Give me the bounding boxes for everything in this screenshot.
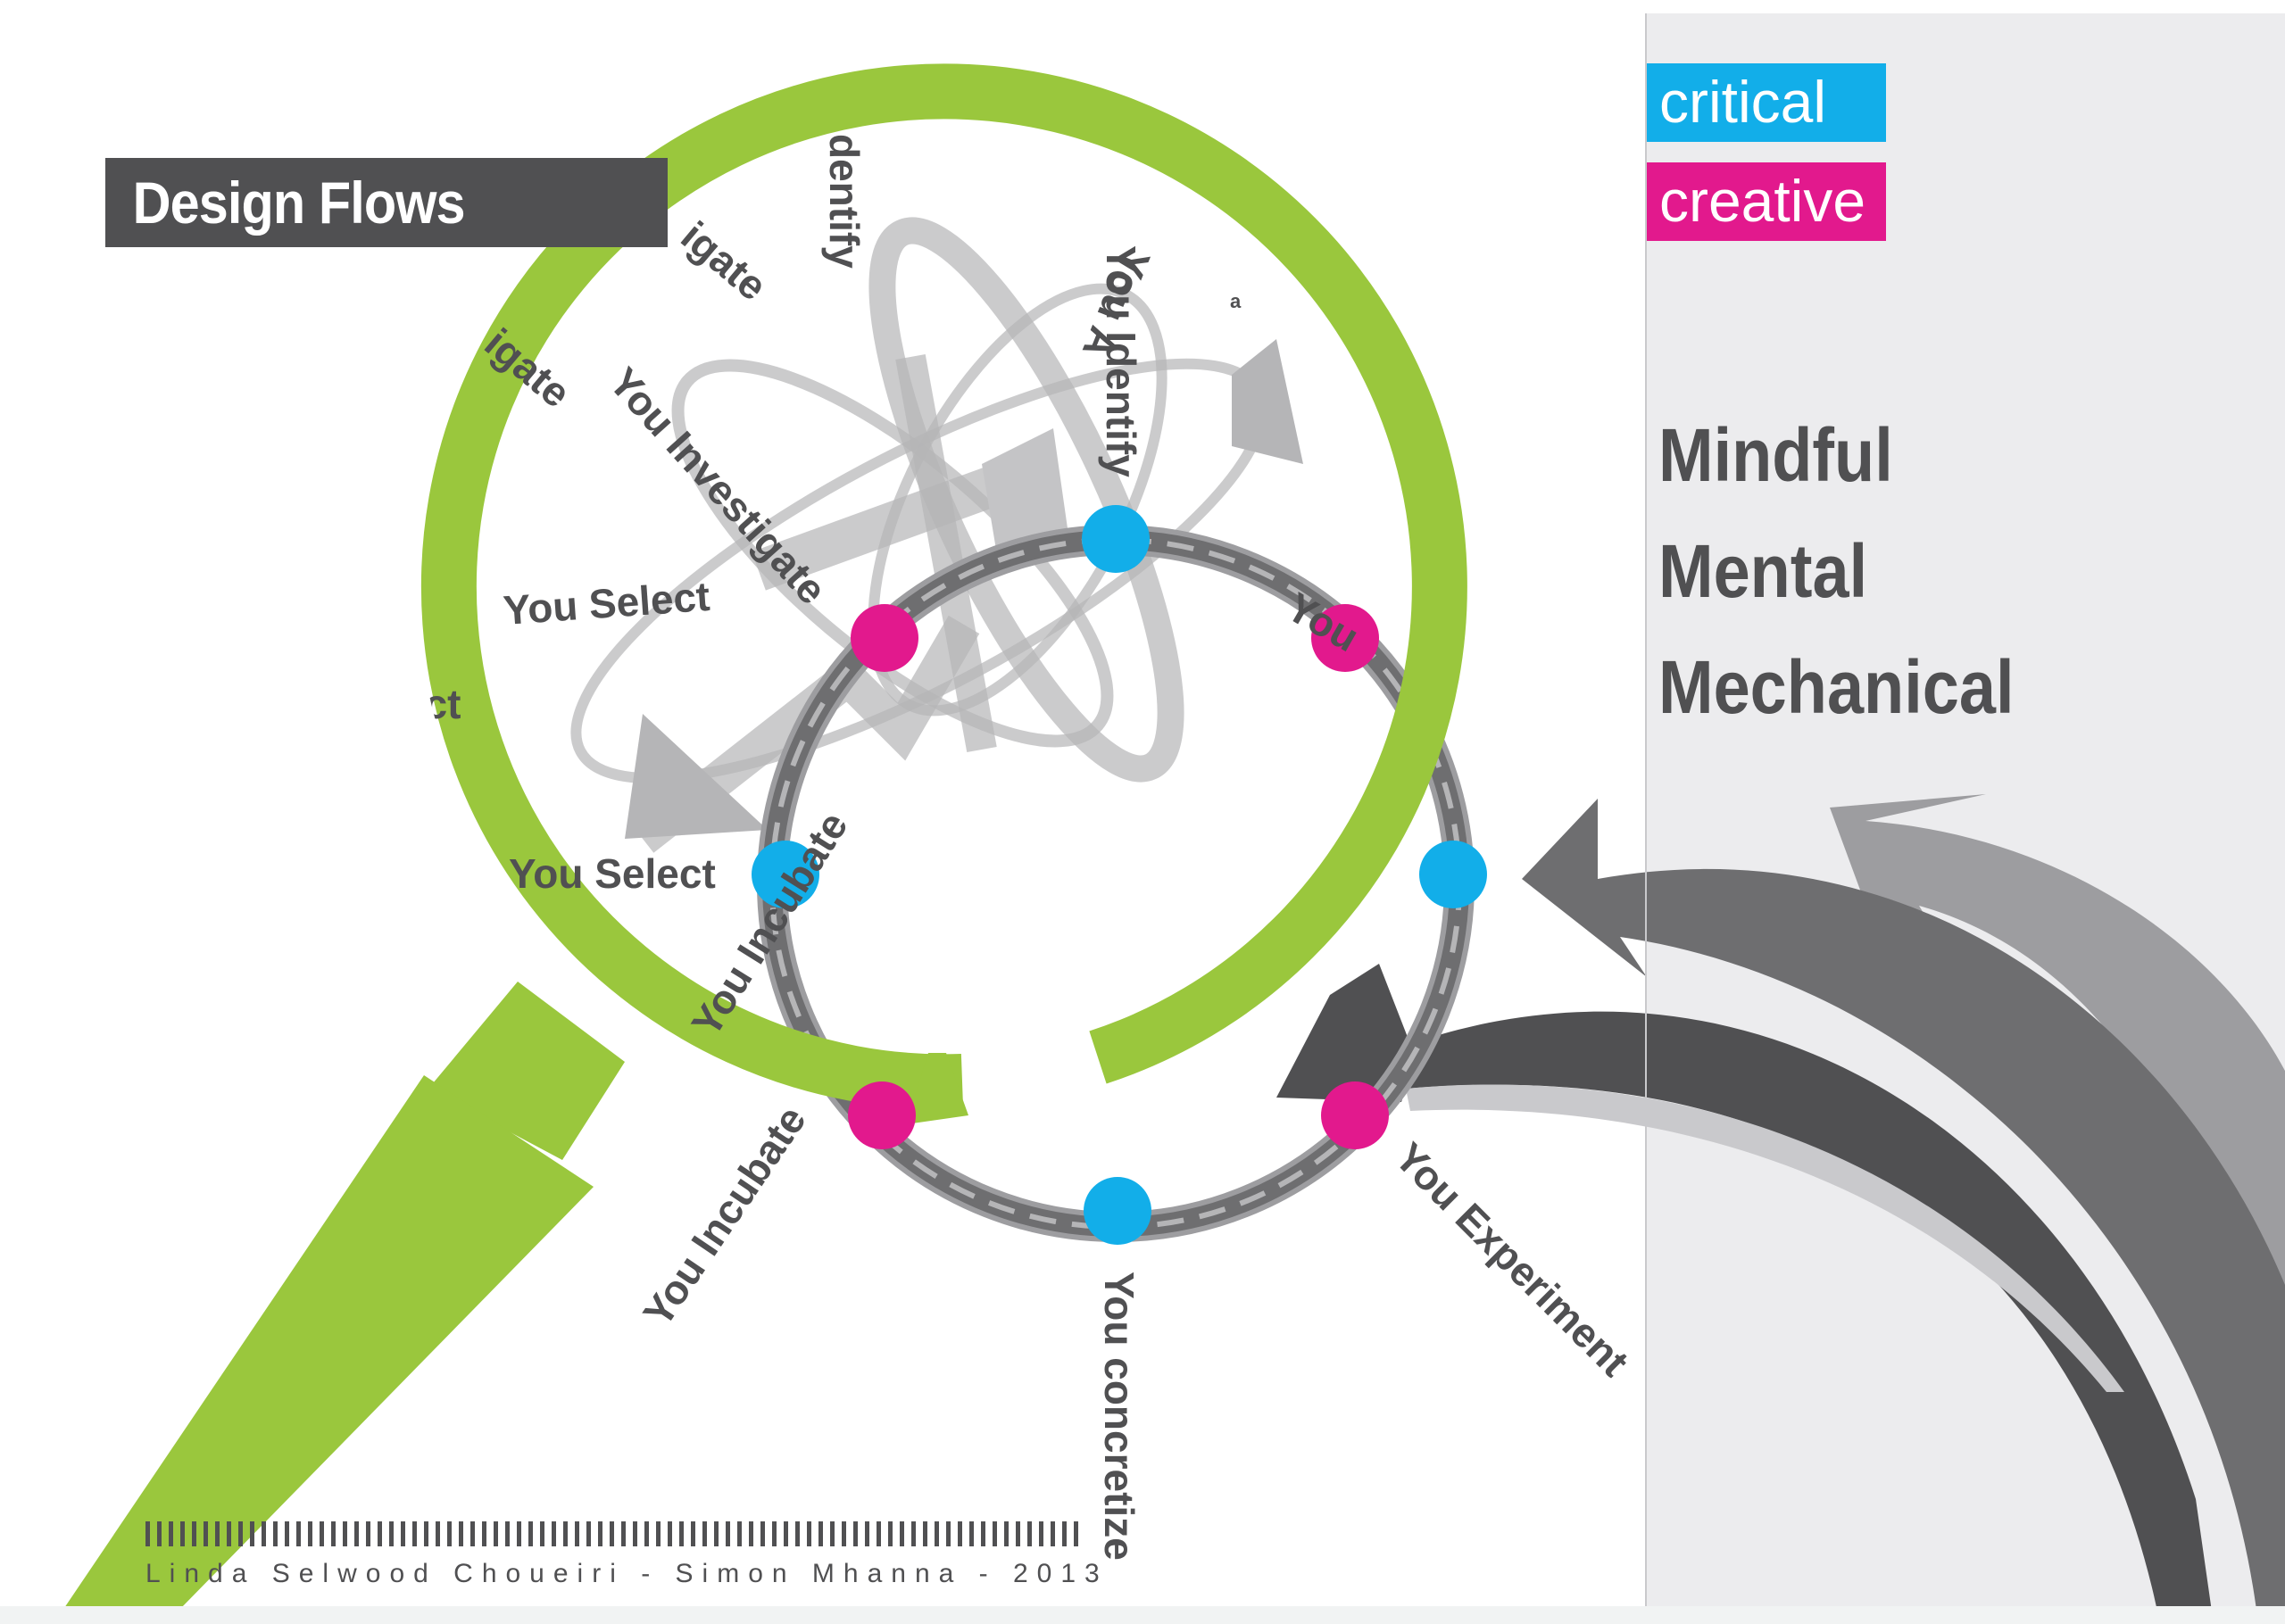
node-critical — [752, 841, 819, 908]
ghost-label: a — [1230, 290, 1242, 312]
node-critical — [1084, 1177, 1151, 1245]
node-creative — [848, 1081, 916, 1149]
page-title: Design Flows Process — [105, 158, 668, 325]
stage-label-identify: You Identify — [1098, 245, 1144, 477]
handle-grip — [62, 1075, 594, 1611]
legend-creative: creative — [1647, 162, 1886, 241]
ghost-label: dentify — [821, 134, 868, 269]
bottom-strip — [0, 1606, 2285, 1624]
right-panel — [1645, 13, 2285, 1606]
lens-ring-cap — [906, 1053, 968, 1124]
ghost-label: igate — [673, 212, 777, 310]
stage-label-experiment: You Experiment — [1386, 1133, 1638, 1385]
barcode-divider — [145, 1521, 1083, 1546]
stage-label-concretize: You concretize — [1096, 1272, 1142, 1561]
magnifier-lens-ring — [420, 63, 1467, 1110]
node-creative — [1311, 604, 1379, 672]
node-creative — [851, 604, 918, 672]
panel-word-mindful: Mindful — [1658, 413, 1893, 497]
stage-label-investigate: You Investigate — [601, 359, 836, 613]
node-critical — [1082, 505, 1150, 573]
panel-word-mental: Mental — [1658, 529, 1868, 613]
handle-neck — [428, 982, 625, 1160]
process-nodes — [752, 505, 1487, 1245]
node-critical — [1419, 841, 1487, 908]
legend-critical: critical — [1647, 63, 1886, 142]
node-creative — [1321, 1081, 1389, 1149]
panel-word-mechanical: Mechanical — [1658, 645, 2015, 729]
stage-label-select: You Select — [502, 573, 711, 634]
stage-label-incubate: You Incubate — [634, 1098, 815, 1335]
ghost-label: ect — [402, 681, 461, 727]
magnifier-handle — [62, 982, 625, 1611]
credits: Linda Selwood Choueiri - Simon Mhanna - … — [145, 1559, 1109, 1588]
ghost-scribbles — [570, 217, 1303, 853]
ghost-label: You Select — [509, 850, 716, 897]
